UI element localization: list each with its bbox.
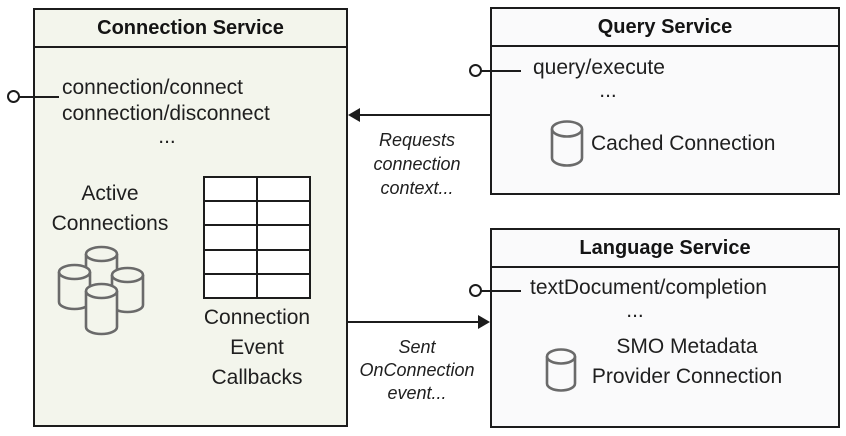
cached-connection-label: Cached Connection <box>591 132 776 155</box>
arrow-line <box>358 114 490 116</box>
interface-lollipop-line <box>481 290 521 292</box>
table-cell <box>258 202 309 225</box>
language-methods-ellipsis: ... <box>626 299 644 322</box>
language-service-box: Language Service textDocument/completion… <box>490 228 840 428</box>
method-textdocument-completion: textDocument/completion <box>530 276 767 299</box>
table-cell <box>258 250 309 273</box>
connection-service-box: Connection Service connection/connect co… <box>33 8 348 427</box>
database-icon <box>550 120 584 167</box>
language-methods: textDocument/completion ... <box>530 275 767 322</box>
arrowhead-left-icon <box>348 108 360 122</box>
interface-lollipop-line <box>19 96 59 98</box>
smo-metadata-provider-connection-label: SMO Metadata Provider Connection <box>591 335 783 388</box>
table-cell <box>205 274 256 297</box>
table-cell <box>258 226 309 249</box>
table-cell <box>205 178 256 201</box>
table-cell <box>205 250 256 273</box>
query-service-title: Query Service <box>492 9 838 47</box>
connection-event-callbacks-label: Connection Event Callbacks <box>203 306 311 389</box>
active-connections-label: Active Connections <box>51 182 169 235</box>
query-service-box: Query Service query/execute ... Cached C… <box>490 7 840 195</box>
connection-methods-ellipsis: ... <box>158 125 176 148</box>
database-icon <box>545 348 577 392</box>
sent-onconnection-event-label: Sent OnConnection event... <box>359 337 475 403</box>
connection-methods: connection/connect connection/disconnect… <box>62 75 272 147</box>
requests-connection-context-label: Requests connection context... <box>373 130 461 198</box>
table-cell <box>258 178 309 201</box>
method-query-execute: query/execute <box>533 56 665 79</box>
table-cell <box>258 274 309 297</box>
arrow-line <box>348 321 478 323</box>
method-connection-disconnect: connection/disconnect <box>62 102 270 125</box>
table-cell <box>205 226 256 249</box>
database-cluster-icon <box>57 245 145 336</box>
table-cell <box>205 202 256 225</box>
connection-service-title: Connection Service <box>35 10 346 48</box>
language-service-title: Language Service <box>492 230 838 268</box>
query-methods: query/execute ... <box>533 55 683 101</box>
interface-lollipop-line <box>481 70 521 72</box>
arrowhead-right-icon <box>478 315 490 329</box>
callback-table-grid <box>203 176 311 299</box>
query-methods-ellipsis: ... <box>599 79 617 102</box>
method-connection-connect: connection/connect <box>62 76 243 99</box>
